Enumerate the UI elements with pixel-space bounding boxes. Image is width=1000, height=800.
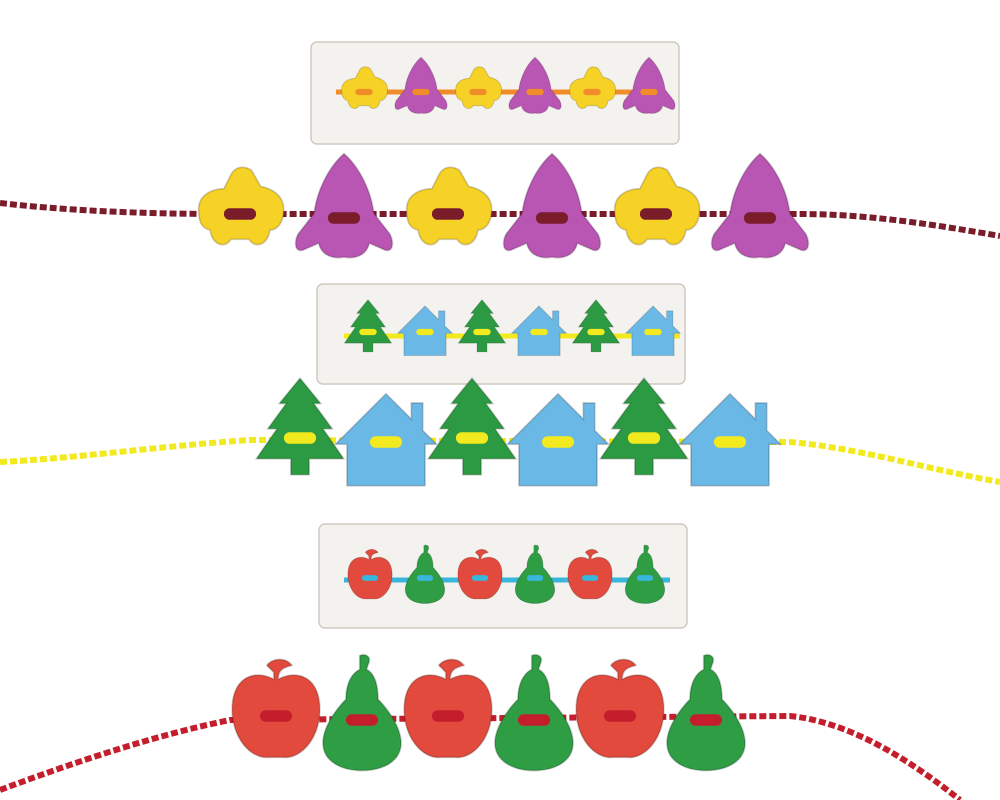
lace-hole	[416, 575, 434, 581]
lace-hole	[627, 432, 661, 444]
lace-cord	[0, 200, 1000, 239]
bead-tree	[427, 377, 517, 476]
card-apple-icon	[567, 548, 613, 600]
bead-pear	[666, 653, 746, 772]
bead-car	[613, 166, 701, 246]
card-rocket-icon	[622, 56, 676, 114]
card-apple-icon	[347, 548, 393, 600]
card-house-icon	[625, 305, 681, 357]
pattern-card-nature	[316, 283, 686, 385]
card-tree-icon	[457, 299, 507, 353]
lace-hole	[412, 88, 430, 96]
lace-hole	[640, 88, 658, 96]
lace-hole	[369, 436, 403, 448]
lace-hole	[526, 88, 544, 96]
lace-hole	[583, 88, 601, 96]
pattern-card-vehicles	[310, 41, 680, 145]
bead-apple	[403, 658, 493, 759]
card-apple-icon	[457, 548, 503, 600]
lace-hole	[223, 208, 257, 220]
bead-apple	[231, 658, 321, 759]
card-car-icon	[455, 66, 503, 110]
lace-hole	[259, 710, 293, 722]
lace-hole	[603, 710, 637, 722]
lace-hole	[689, 714, 723, 726]
card-house-icon	[397, 305, 453, 357]
lace-hole	[327, 212, 361, 224]
lace-hole	[636, 575, 654, 581]
bead-rocket	[710, 152, 810, 259]
lace-hole	[541, 436, 575, 448]
lace-hole	[587, 328, 605, 336]
card-tree-icon	[343, 299, 393, 353]
lace-cord	[0, 712, 962, 800]
laced-string-nature	[0, 377, 1000, 487]
bead-car	[405, 166, 493, 246]
lace-hole	[355, 88, 373, 96]
lace-hole	[431, 710, 465, 722]
lace-hole	[644, 328, 662, 336]
lace-hole	[713, 436, 747, 448]
bead-rocket	[502, 152, 602, 259]
card-pear-icon	[404, 544, 446, 604]
bead-house	[334, 392, 438, 487]
lace-hole	[416, 328, 434, 336]
lace-hole	[455, 432, 489, 444]
lace-hole	[361, 575, 379, 581]
bead-apple	[575, 658, 665, 759]
card-pear-icon	[514, 544, 556, 604]
lace-hole	[581, 575, 599, 581]
laced-string-fruit	[0, 653, 962, 800]
card-car-icon	[569, 66, 617, 110]
card-tree-icon	[571, 299, 621, 353]
bead-house	[678, 392, 782, 487]
bead-car	[197, 166, 285, 246]
lace-hole	[359, 328, 377, 336]
bead-pear	[494, 653, 574, 772]
lace-hole	[283, 432, 317, 444]
lace-hole	[526, 575, 544, 581]
bead-rocket	[294, 152, 394, 259]
lace-hole	[517, 714, 551, 726]
card-rocket-icon	[394, 56, 448, 114]
card-pear-icon	[624, 544, 666, 604]
card-car-icon	[341, 66, 389, 110]
bead-house	[506, 392, 610, 487]
bead-tree	[599, 377, 689, 476]
bead-pear	[322, 653, 402, 772]
lace-hole	[530, 328, 548, 336]
lace-cord	[0, 436, 1000, 485]
card-house-icon	[511, 305, 567, 357]
card-rocket-icon	[508, 56, 562, 114]
lace-hole	[431, 208, 465, 220]
bead-tree	[255, 377, 345, 476]
lace-hole	[743, 212, 777, 224]
lace-hole	[473, 328, 491, 336]
lace-hole	[639, 208, 673, 220]
laced-string-vehicles	[0, 152, 1000, 259]
lace-hole	[345, 714, 379, 726]
lace-hole	[471, 575, 489, 581]
lace-hole	[469, 88, 487, 96]
pattern-card-fruit	[318, 523, 688, 629]
lace-hole	[535, 212, 569, 224]
